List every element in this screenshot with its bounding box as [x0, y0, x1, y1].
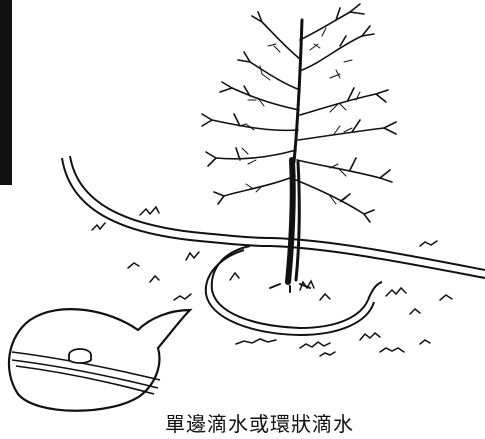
tree-trunk [285, 157, 296, 285]
ring-emitter-loop [204, 245, 383, 337]
drip-emitter-icon [68, 348, 92, 364]
tree [201, 3, 397, 293]
page-edge-mark [0, 0, 12, 185]
tree-branches [201, 3, 397, 223]
drip-hose [61, 155, 485, 279]
tree-roots [269, 283, 311, 293]
illustration-caption: 單邊滴水或環狀滴水 [165, 412, 354, 436]
emitter-callout [7, 308, 193, 412]
tree-twigs [239, 27, 361, 205]
grass-tufts [91, 205, 453, 357]
callout-balloon [7, 308, 193, 412]
magnified-hose [11, 351, 161, 395]
